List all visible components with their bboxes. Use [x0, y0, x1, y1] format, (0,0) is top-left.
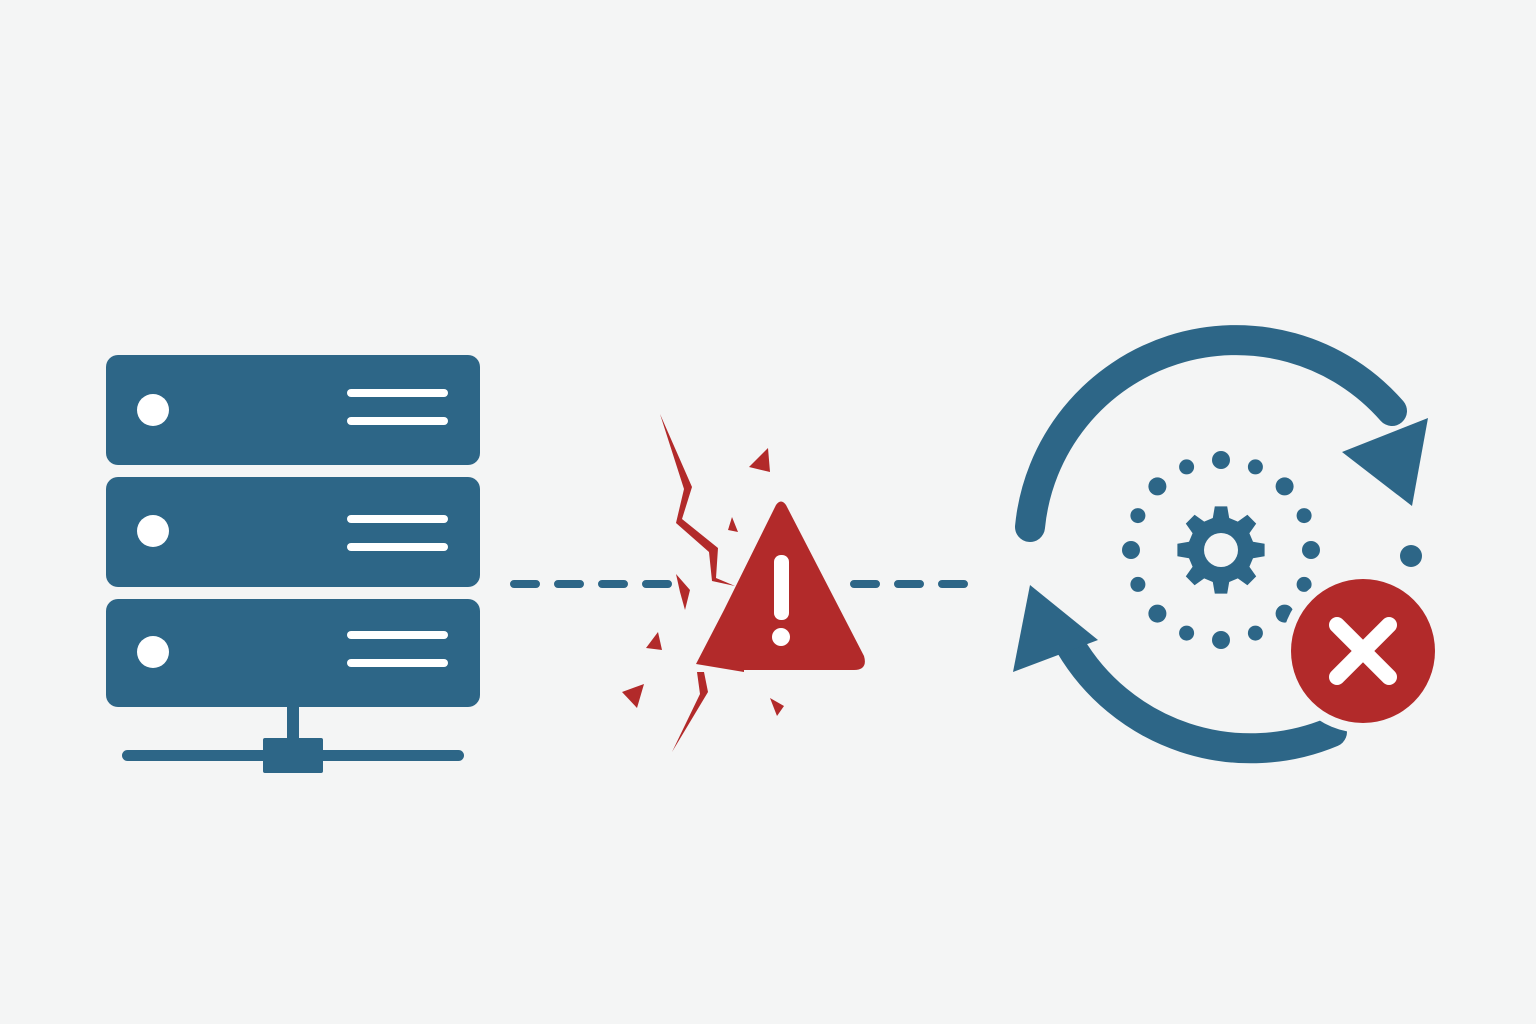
progress-dot — [1148, 604, 1167, 623]
server-rack-icon — [106, 355, 480, 707]
server-vent-2b — [347, 543, 448, 551]
network-connector-icon — [122, 707, 464, 773]
sync-cycle-arrows-icon — [1013, 325, 1428, 764]
progress-dot — [1179, 625, 1195, 641]
shard-1 — [749, 448, 770, 472]
progress-dot — [1130, 508, 1146, 524]
shard-2 — [728, 517, 738, 532]
progress-dot — [1130, 576, 1146, 592]
progress-dot — [1179, 459, 1195, 475]
sync-arc-lower — [1055, 630, 1347, 764]
server-vent-2a — [347, 515, 448, 523]
shard-4 — [622, 684, 644, 708]
server-vent-1b — [347, 417, 448, 425]
server-led-1 — [137, 394, 169, 426]
gear-icon — [1177, 506, 1265, 594]
server-unit-3 — [106, 599, 480, 707]
broken-link-crack — [622, 414, 784, 752]
server-vent-3a — [347, 631, 448, 639]
error-x-badge-icon — [1281, 569, 1445, 733]
server-unit-1 — [106, 355, 480, 465]
server-vent-1a — [347, 389, 448, 397]
progress-dot — [1212, 631, 1230, 649]
server-vent-3b — [347, 659, 448, 667]
shard-6 — [676, 574, 690, 610]
warning-triangle-icon — [696, 501, 865, 672]
progress-dot — [1247, 459, 1263, 475]
shard-3 — [646, 632, 662, 650]
progress-dot — [1212, 451, 1230, 469]
shard-5 — [770, 698, 784, 716]
warning-exclamation-bar — [774, 555, 789, 620]
server-led-3 — [137, 636, 169, 668]
sync-arrowhead-lower — [1013, 585, 1098, 672]
progress-dot — [1247, 625, 1263, 641]
progress-dot — [1148, 477, 1167, 496]
dotted-progress-ring — [1122, 451, 1320, 649]
progress-dot — [1302, 541, 1320, 559]
sync-arc-upper — [1015, 325, 1407, 542]
server-led-2 — [137, 515, 169, 547]
error-x-stroke-2 — [1329, 617, 1397, 685]
progress-dot — [1296, 508, 1312, 524]
sync-arc-stub — [1400, 545, 1422, 567]
progress-dot — [1275, 477, 1294, 496]
warning-exclamation-dot — [772, 628, 790, 646]
progress-dot — [1122, 541, 1140, 559]
progress-dot — [1296, 576, 1312, 592]
gear-hole — [1204, 533, 1238, 567]
server-unit-2 — [106, 477, 480, 587]
sync-arrowhead-upper — [1342, 418, 1428, 506]
